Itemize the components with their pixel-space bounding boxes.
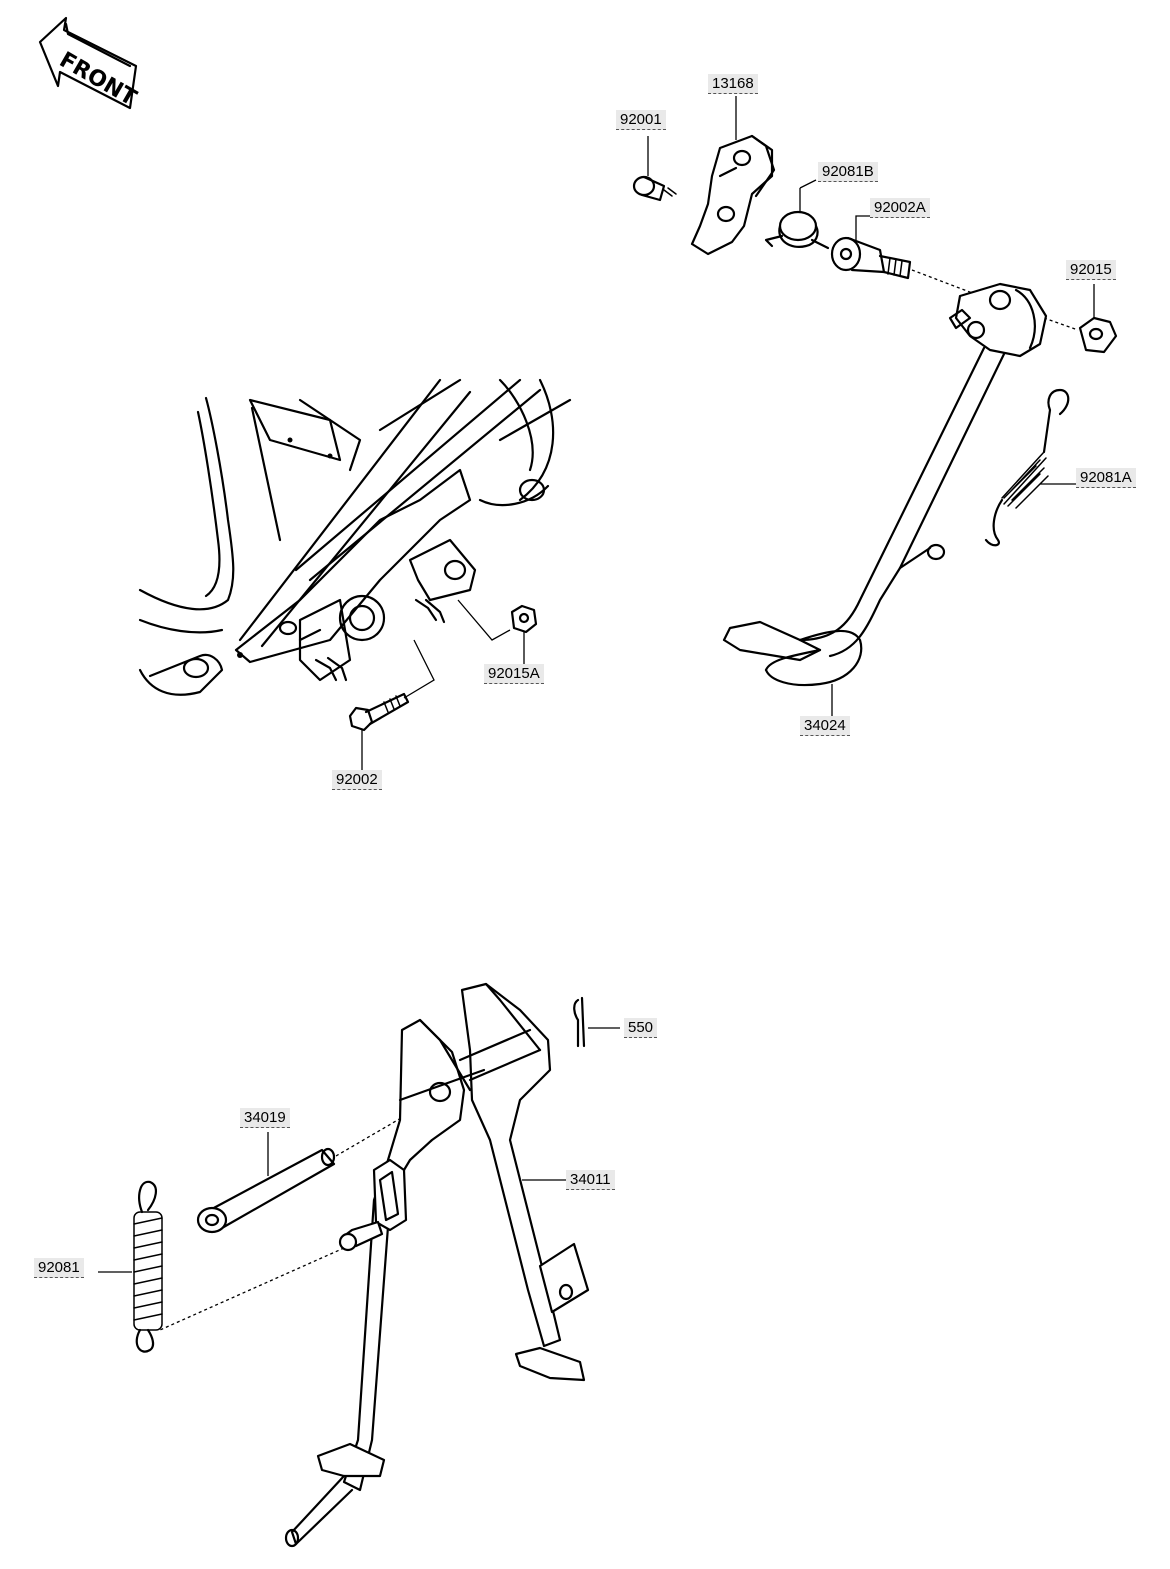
label-34024: 34024 bbox=[800, 716, 850, 736]
cotter-pin-550-icon bbox=[573, 996, 620, 1048]
shaft-34019-icon bbox=[196, 1099, 433, 1234]
front-arrow-text: FRONT bbox=[55, 48, 140, 112]
nut-92015a-icon bbox=[457, 599, 538, 668]
label-92081a: 92081A bbox=[1076, 468, 1136, 488]
frame-section bbox=[138, 378, 572, 696]
label-92081b: 92081B bbox=[818, 162, 878, 182]
label-92002a: 92002A bbox=[870, 198, 930, 218]
bolt-92002-icon bbox=[348, 639, 435, 772]
label-13168: 13168 bbox=[708, 74, 758, 94]
nut-92015-icon bbox=[1043, 284, 1118, 354]
side-stand-34024-icon bbox=[722, 282, 1048, 718]
label-92002: 92002 bbox=[332, 770, 382, 790]
bolt-92001-icon bbox=[632, 136, 677, 202]
center-stand-34011-icon bbox=[159, 982, 590, 1548]
bracket-13168-icon bbox=[690, 96, 776, 256]
label-34011: 34011 bbox=[566, 1170, 615, 1190]
label-34019: 34019 bbox=[240, 1108, 290, 1128]
label-92081: 92081 bbox=[34, 1258, 84, 1278]
front-arrow-icon: FRONT bbox=[38, 16, 140, 112]
bolt-92002a-icon bbox=[830, 215, 997, 303]
spring-92081b-icon bbox=[764, 179, 830, 250]
label-92001: 92001 bbox=[616, 110, 666, 130]
spring-92081a-icon bbox=[984, 388, 1078, 547]
spring-92081-icon bbox=[98, 1180, 163, 1353]
label-92015a: 92015A bbox=[484, 664, 544, 684]
label-550: 550 bbox=[624, 1018, 658, 1038]
label-92015: 92015 bbox=[1066, 260, 1116, 280]
